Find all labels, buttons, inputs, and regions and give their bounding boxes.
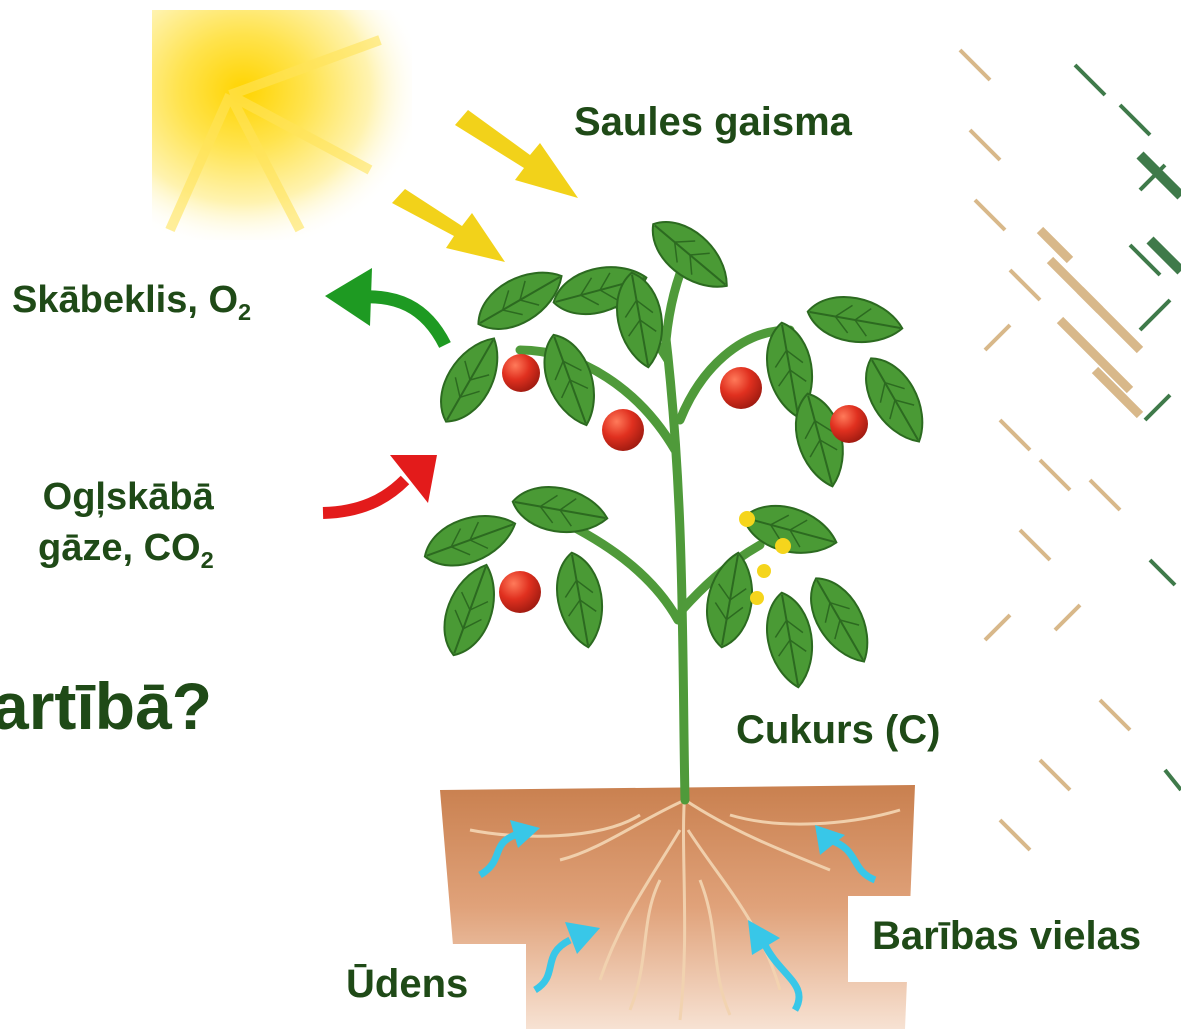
label-sunlight: Saules gaisma xyxy=(560,96,866,148)
oxygen-subscript: 2 xyxy=(238,299,251,325)
question-heading: artībā? xyxy=(0,668,228,744)
decorative-stripes xyxy=(960,50,1181,850)
label-sugar: Cukurs (C) xyxy=(722,702,954,758)
label-nutrients: Barības vielas xyxy=(848,896,1181,982)
oxygen-arrow xyxy=(325,268,445,345)
co2-line-1: Ogļskābā xyxy=(38,472,214,523)
sunlight-arrows xyxy=(392,110,578,262)
label-water: Ūdens xyxy=(326,944,526,1029)
co2-arrow xyxy=(323,455,437,513)
sun-icon xyxy=(152,10,412,240)
label-oxygen: Skābeklis, O2 xyxy=(0,276,259,330)
co2-line-2: gāze, CO2 xyxy=(38,523,214,577)
co2-subscript: 2 xyxy=(201,548,214,574)
